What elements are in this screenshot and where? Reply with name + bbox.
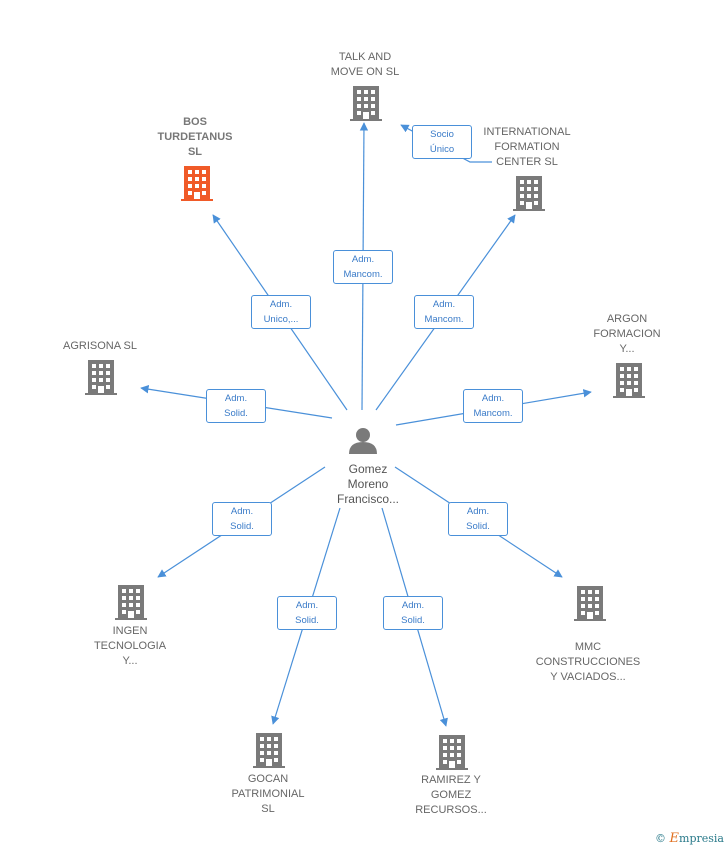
edge-label-talk[interactable]: Adm. Mancom. <box>333 250 393 284</box>
company-label-bos[interactable]: BOS TURDETANUS SL <box>157 116 233 158</box>
company-label-talk[interactable]: TALK AND MOVE ON SL <box>330 51 400 78</box>
copyright-symbol: © <box>655 832 667 845</box>
edge-label-bos[interactable]: Adm. Unico,... <box>251 295 311 329</box>
edge-label-ramirez[interactable]: Adm. Solid. <box>383 596 443 630</box>
edges-layer <box>140 122 592 727</box>
edge-label-mmc[interactable]: Adm. Solid. <box>448 502 508 536</box>
brand-initial: E <box>669 831 680 846</box>
company-label-gocan[interactable]: GOCAN PATRIMONIAL SL <box>231 773 305 815</box>
footer-brand: © Empresia <box>655 831 724 846</box>
edge-label-ingen[interactable]: Adm. Solid. <box>212 502 272 536</box>
brand-name: mpresia <box>679 832 724 845</box>
building-icon-intl[interactable] <box>513 176 545 211</box>
company-label-agri[interactable]: AGRISONA SL <box>63 340 137 352</box>
edge-label-agri[interactable]: Adm. Solid. <box>206 389 266 423</box>
company-label-ingen[interactable]: INGEN TECNOLOGIA Y... <box>93 625 167 667</box>
building-icon-ingen[interactable] <box>115 585 147 620</box>
company-label-mmc[interactable]: MMC CONSTRUCCIONES Y VACIADOS... <box>535 641 641 683</box>
building-icon-bos[interactable] <box>181 166 213 201</box>
company-label-ramirez[interactable]: RAMIREZ Y GOMEZ RECURSOS... <box>415 774 487 816</box>
building-icon-talk[interactable] <box>350 86 382 121</box>
nodes-layer <box>85 86 645 770</box>
company-label-argon[interactable]: ARGON FORMACION Y... <box>593 313 661 355</box>
building-icon-agri[interactable] <box>85 360 117 395</box>
edge-label-gocan[interactable]: Adm. Solid. <box>277 596 337 630</box>
building-icon-gocan[interactable] <box>253 733 285 768</box>
building-icon-argon[interactable] <box>613 363 645 398</box>
company-label-intl[interactable]: INTERNATIONAL FORMATION CENTER SL <box>483 126 571 168</box>
edge-label-intl[interactable]: Adm. Mancom. <box>414 295 474 329</box>
person-name[interactable]: Gomez Moreno Francisco... <box>336 462 399 506</box>
edge-label-argon[interactable]: Adm. Mancom. <box>463 389 523 423</box>
building-icon-ramirez[interactable] <box>436 735 468 770</box>
building-icon-mmc[interactable] <box>574 586 606 621</box>
person-icon[interactable] <box>349 428 377 454</box>
edge-label-talk[interactable]: Socio Único <box>412 125 472 159</box>
